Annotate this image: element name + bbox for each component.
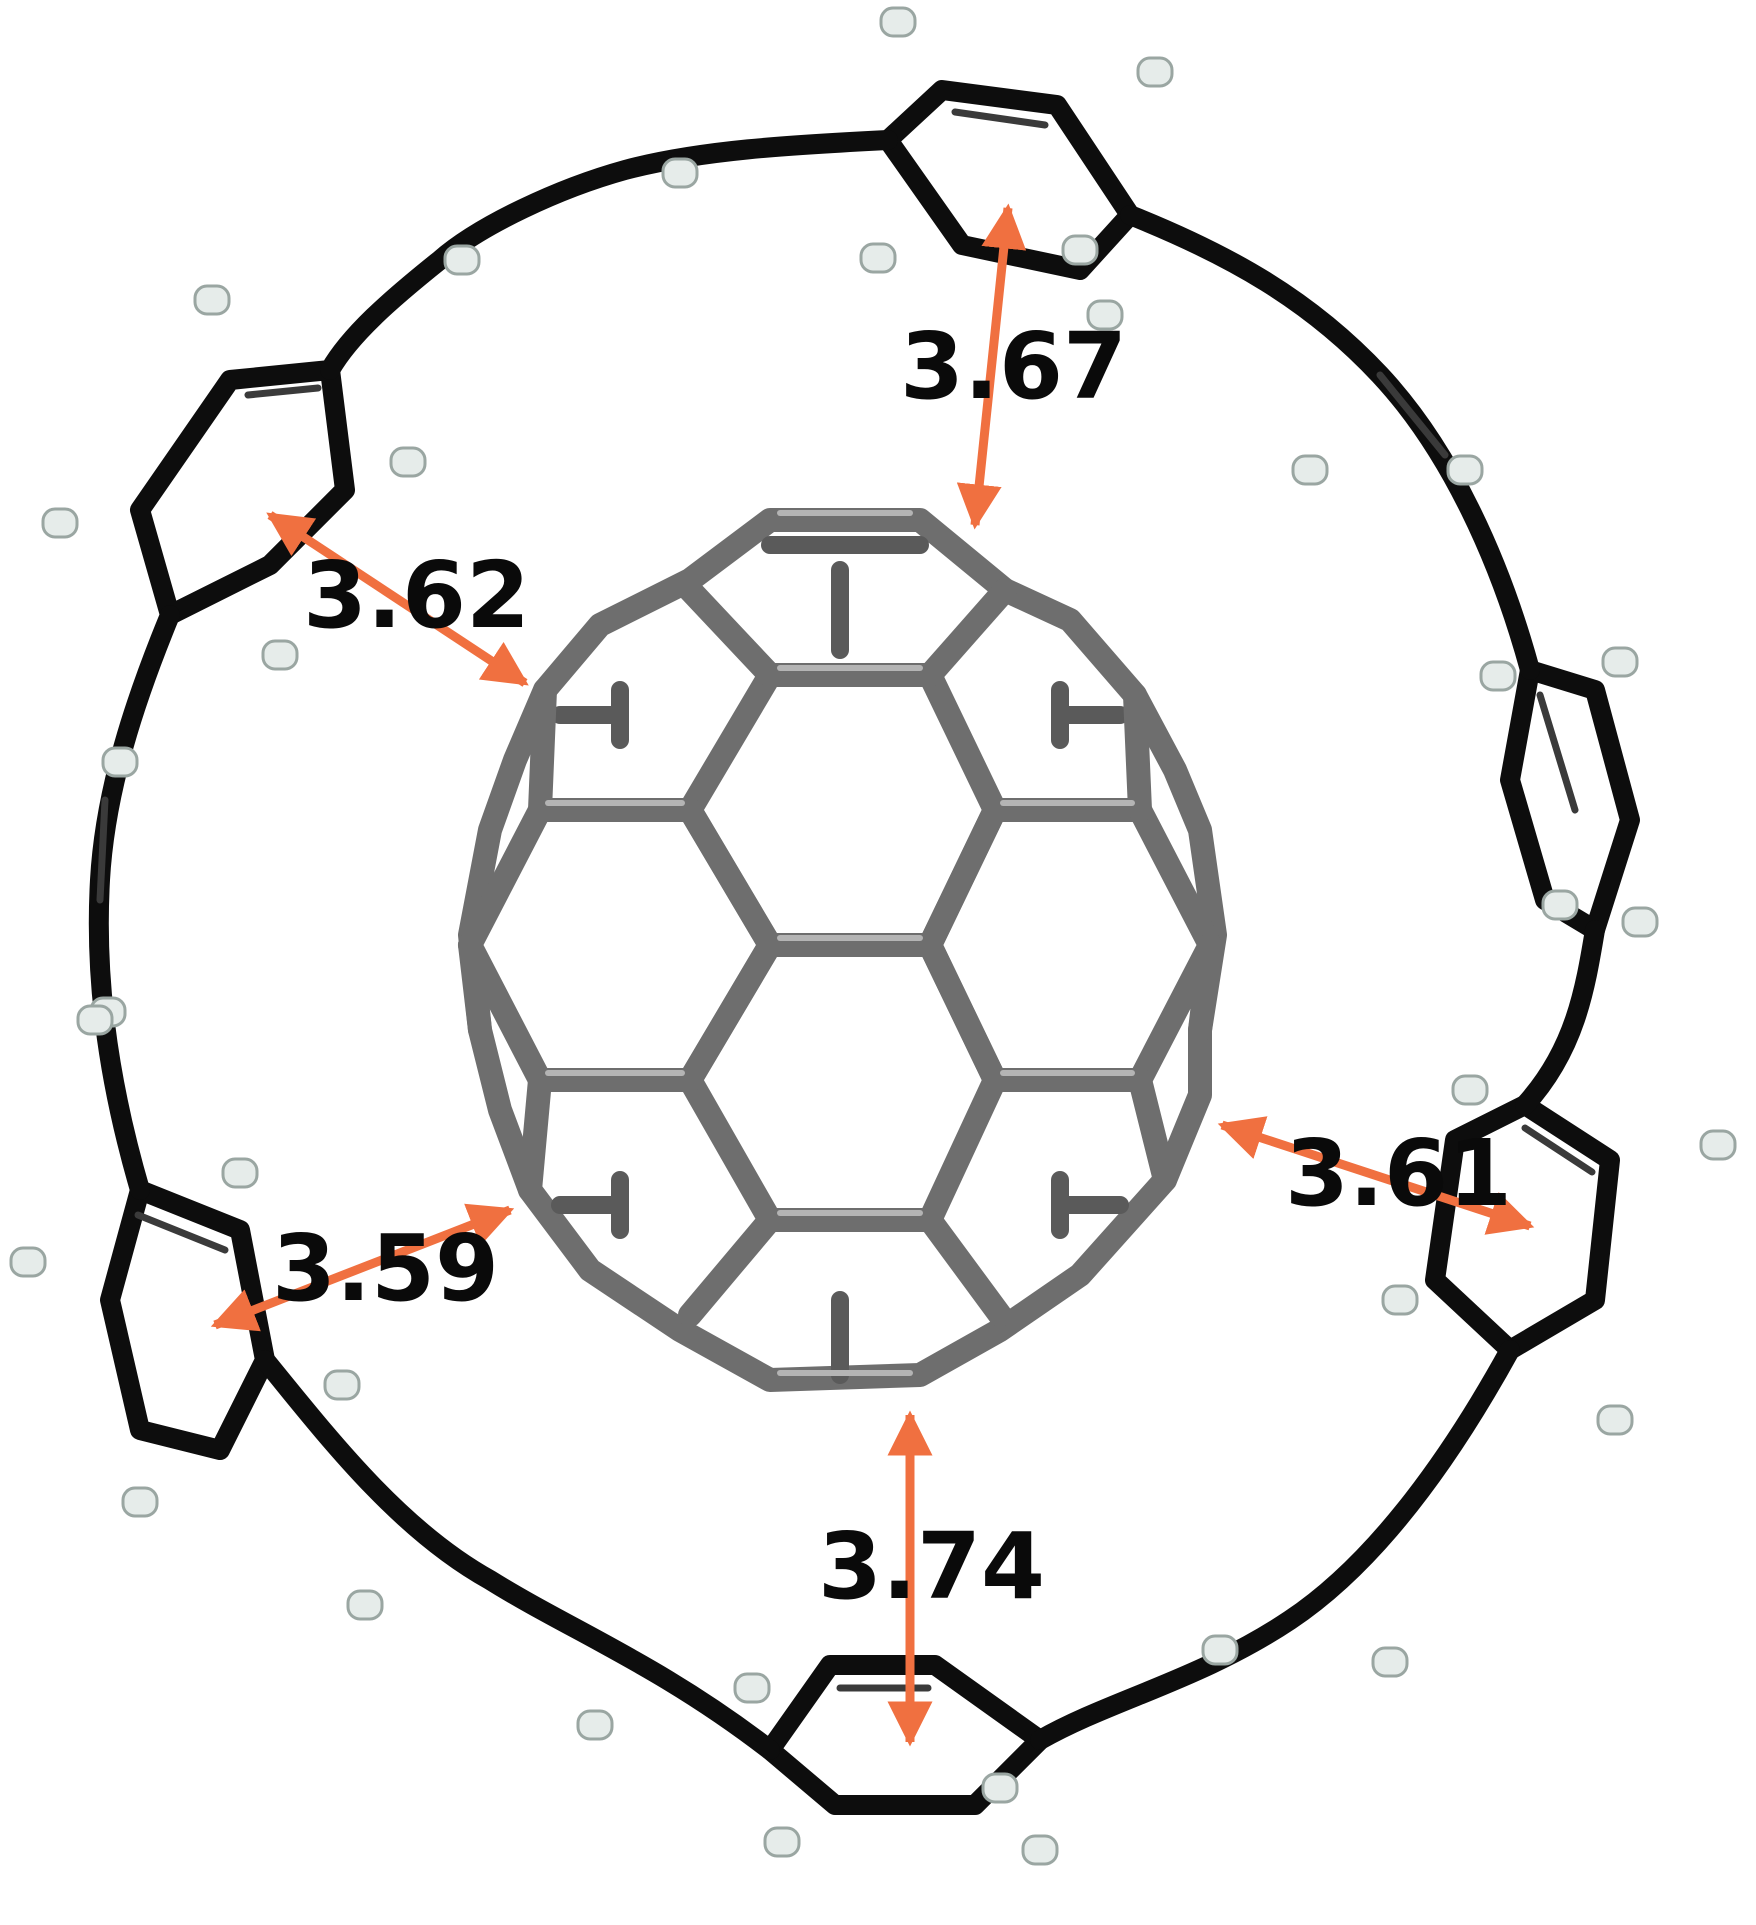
hydrogen-atoms <box>9 6 1737 1866</box>
distance-labels: 3.67 3.62 3.59 3.61 3.74 <box>272 313 1512 1620</box>
hydrogen-atom <box>1446 454 1484 486</box>
hydrogen-atom <box>9 1246 47 1278</box>
hexagon-right-upper <box>918 798 1222 1092</box>
distance-label-upper-left: 3.62 <box>303 542 530 649</box>
hydrogen-atom <box>1596 1404 1634 1436</box>
hydrogen-atom <box>1061 234 1099 266</box>
hydrogen-atom <box>1451 1074 1489 1106</box>
hydrogen-atom <box>221 1157 259 1189</box>
hydrogen-atom <box>41 507 79 539</box>
distance-arrow-upper-left <box>266 511 529 687</box>
hydrogen-atom <box>661 157 699 189</box>
linker-top-to-upper-left <box>320 130 898 380</box>
carbon-nanoring <box>88 80 1640 1815</box>
hydrogen-atom <box>1601 646 1639 678</box>
hydrogen-atom <box>1621 906 1659 938</box>
hydrogen-atom <box>121 1486 159 1518</box>
hydrogen-atom <box>1291 454 1329 486</box>
hexagon-left-upper <box>458 798 782 1092</box>
linker-lower-left-to-bottom <box>255 1350 780 1760</box>
distance-arrow-top <box>956 203 1027 530</box>
hydrogen-atom <box>1699 1129 1737 1161</box>
hydrogen-atom <box>389 446 427 478</box>
hydrogen-atom <box>879 6 917 38</box>
hydrogen-atom <box>981 1772 1019 1804</box>
fullerene-cage <box>458 508 1227 1392</box>
hydrogen-atom <box>101 746 139 778</box>
distance-label-lower-left: 3.59 <box>272 1215 499 1322</box>
hydrogen-atom <box>1541 889 1579 921</box>
hydrogen-atom <box>193 284 231 316</box>
distance-label-right: 3.61 <box>1285 1120 1512 1227</box>
hydrogen-atom <box>261 639 299 671</box>
hydrogen-atom <box>1479 660 1517 692</box>
distance-arrow-right <box>1217 1116 1535 1235</box>
hydrogen-atom <box>1021 1834 1059 1866</box>
hydrogen-atom <box>323 1369 361 1401</box>
hydrogen-atom <box>763 1826 801 1858</box>
benzene-ring-lower-left <box>100 1180 275 1460</box>
linker-upper-left-to-lower-left <box>88 605 180 1200</box>
hydrogen-atom <box>1201 1634 1239 1666</box>
linker-top-to-right <box>1120 205 1540 680</box>
distance-arrow-lower-left <box>210 1203 515 1332</box>
linker-right-to-lower-right <box>1515 920 1605 1115</box>
cage-outer-rim <box>458 508 1227 1392</box>
hydrogen-atom <box>1086 299 1124 331</box>
hydrogen-atom <box>733 1672 771 1704</box>
hydrogen-atom <box>346 1589 384 1621</box>
hydrogen-atom <box>1381 1284 1419 1316</box>
distance-label-top: 3.67 <box>900 313 1127 420</box>
linker-lower-right-to-bottom <box>1030 1340 1520 1750</box>
distance-arrows <box>210 203 1535 1747</box>
hydrogen-atom <box>859 242 897 274</box>
distance-label-bottom: 3.74 <box>818 1513 1045 1620</box>
hydrogen-atom <box>1136 56 1174 88</box>
hydrogen-atom <box>576 1709 614 1741</box>
hydrogen-atom <box>1371 1646 1409 1678</box>
hydrogen-atom <box>443 244 481 276</box>
hydrogen-atom <box>76 1004 114 1036</box>
